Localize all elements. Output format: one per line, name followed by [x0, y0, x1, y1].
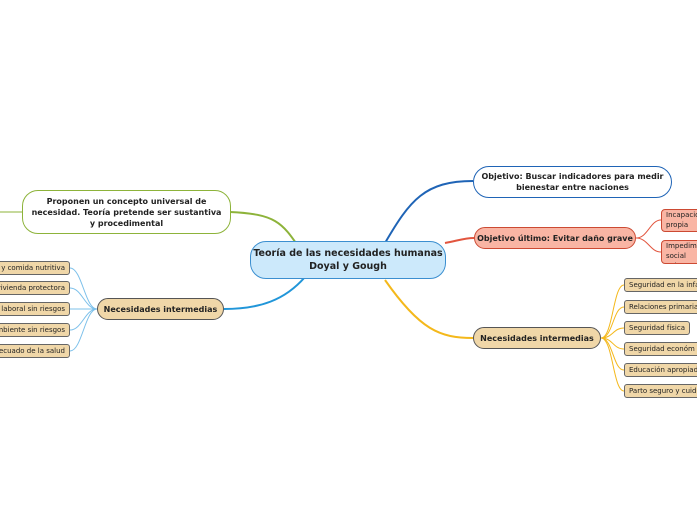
red-leaf-2[interactable]: Impedim social exi	[661, 240, 697, 264]
left-leaf-4[interactable]: mbiente sin riesgos	[0, 323, 70, 337]
left-top-line3: y procedimental	[89, 218, 164, 228]
left-leaf-5-label: decuado de la salud	[0, 347, 65, 355]
left-leaf-3-label: e laboral sin riesgos	[0, 305, 65, 313]
red-leaf-1-line2: propia de	[666, 221, 689, 229]
left-leaf-5[interactable]: decuado de la salud	[0, 344, 70, 358]
right-top-node[interactable]: Objetivo: Buscar indicadores para medir …	[473, 166, 672, 198]
right-goal-label: Objetivo último: Evitar daño grave	[477, 233, 633, 243]
right-leaf-3-label: Seguridad física	[629, 324, 685, 332]
left-needs-node[interactable]: Necesidades intermedias	[97, 298, 224, 320]
left-leaf-3[interactable]: e laboral sin riesgos	[0, 302, 70, 316]
right-leaf-2-label: Relaciones primaria	[629, 303, 697, 311]
right-top-line1: Objetivo: Buscar indicadores para medir	[481, 172, 664, 181]
left-top-line1: Proponen un concepto universal de	[46, 196, 207, 206]
branch-right-top	[384, 180, 474, 244]
left-leaf-1[interactable]: a y comida nutritiva	[0, 261, 70, 275]
red-leaf-connectors	[635, 219, 662, 253]
right-needs-node[interactable]: Necesidades intermedias	[473, 327, 601, 349]
right-leaf-4-label: Seguridad económ	[629, 345, 695, 353]
branch-right-red	[444, 237, 475, 244]
root-title-line2: Doyal y Gough	[309, 261, 387, 272]
left-leaf-1-label: a y comida nutritiva	[0, 264, 65, 272]
right-needs-label: Necesidades intermedias	[480, 333, 594, 343]
root-node[interactable]: Teoría de las necesidades humanas Doyal …	[250, 241, 446, 279]
right-leaf-1[interactable]: Seguridad en la infa	[624, 278, 697, 292]
right-goal-node[interactable]: Objetivo último: Evitar daño grave	[474, 227, 636, 249]
left-leaf-2[interactable]: vivienda protectora	[0, 281, 70, 295]
right-leaf-6-label: Parto seguro y cuid	[629, 387, 697, 395]
right-leaf-5-label: Educación apropiad	[629, 366, 697, 374]
right-leaf-1-label: Seguridad en la infa	[629, 281, 697, 289]
red-leaf-1[interactable]: Incapacio propia de	[661, 209, 697, 232]
red-leaf-2-line2: social exi	[666, 252, 686, 263]
left-needs-label: Necesidades intermedias	[103, 304, 218, 314]
root-title-line1: Teoría de las necesidades humanas	[253, 248, 443, 259]
left-leaf-4-label: mbiente sin riesgos	[0, 326, 65, 334]
right-leaf-connectors	[600, 284, 625, 392]
branch-left-mid	[223, 276, 306, 310]
right-leaf-4[interactable]: Seguridad económ	[624, 342, 697, 356]
left-top-node[interactable]: Proponen un concepto universal de necesi…	[22, 190, 231, 234]
right-leaf-6[interactable]: Parto seguro y cuid	[624, 384, 697, 398]
red-leaf-2-line1: Impedim	[666, 242, 697, 250]
left-leaf-connectors	[69, 267, 98, 352]
right-top-line2: bienestar entre naciones	[516, 183, 629, 192]
left-leaf-2-label: vivienda protectora	[0, 284, 65, 292]
branch-right-bottom	[384, 279, 474, 339]
left-top-line2: necesidad. Teoría pretende ser sustantiv…	[31, 207, 222, 217]
right-leaf-5[interactable]: Educación apropiad	[624, 363, 697, 377]
right-leaf-3[interactable]: Seguridad física	[624, 321, 690, 335]
red-leaf-1-line1: Incapacio	[666, 211, 697, 219]
right-leaf-2[interactable]: Relaciones primaria	[624, 300, 697, 314]
